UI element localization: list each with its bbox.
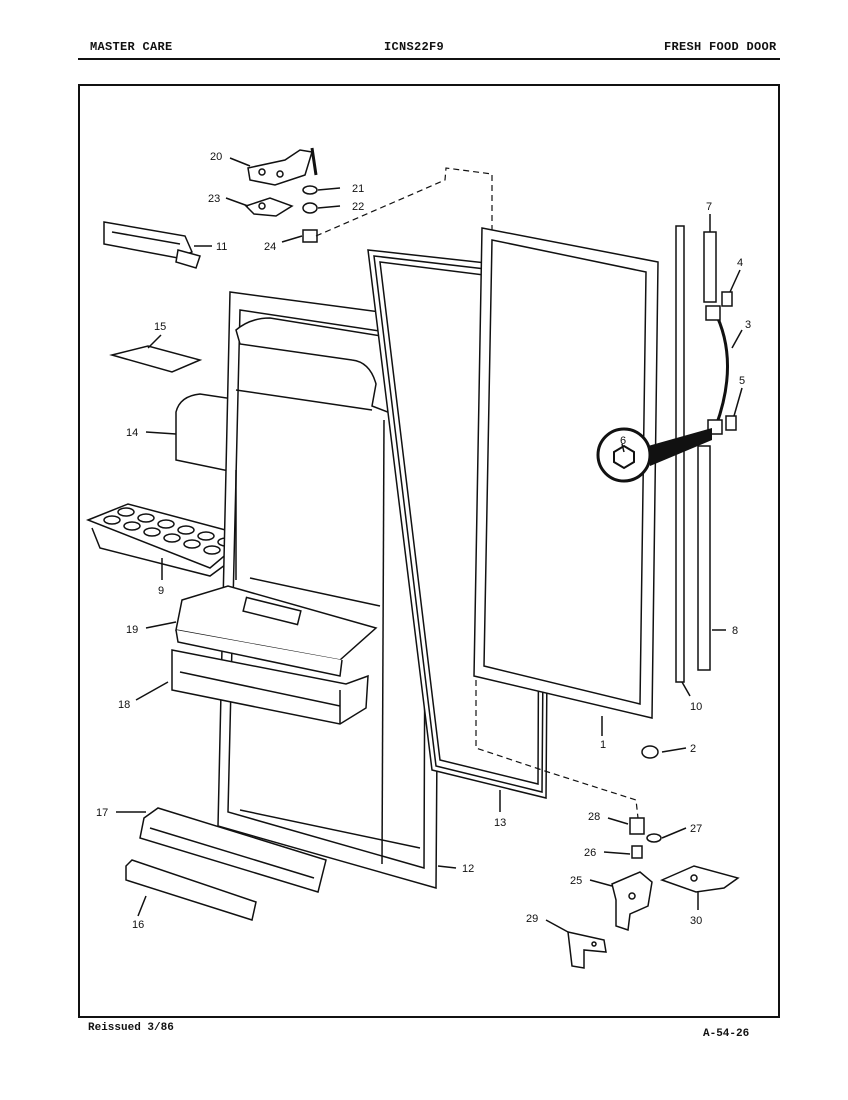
callout-15: 15 [154,321,166,333]
part-6-screw-detail [596,427,712,483]
part-22-bushing [302,202,318,214]
callout-30: 30 [690,915,702,927]
part-4-end-cap [721,291,733,307]
alignment-dash-bottom [475,680,639,819]
callout-labels: 1 2 3 4 5 6 7 8 9 10 11 12 13 14 15 16 1… [96,151,751,931]
part-24-cap [302,229,318,243]
part-18-door-shelf [171,649,369,725]
callout-23: 23 [208,193,220,205]
callout-29: 29 [526,913,538,925]
part-2-plug [641,745,659,759]
callout-22: 22 [352,201,364,213]
callout-6: 6 [620,435,626,447]
callout-5: 5 [739,375,745,387]
callout-24: 24 [264,241,276,253]
callout-16: 16 [132,919,144,931]
callout-25: 25 [570,875,582,887]
callout-2: 2 [690,743,696,755]
part-1-outer-door [473,227,659,719]
part-11-door-stop [103,221,201,269]
part-29-hinge-bracket [567,931,607,969]
callout-7: 7 [706,201,712,213]
callout-26: 26 [584,847,596,859]
part-26-pin [631,845,643,859]
callout-9: 9 [158,585,164,597]
callout-14: 14 [126,427,138,439]
callout-28: 28 [588,811,600,823]
alignment-dash-top [315,167,493,244]
callout-13: 13 [494,817,506,829]
part-7-handle-top-trim [703,231,717,303]
part-8-handle-bottom-trim [697,445,711,671]
part-19-butter-compartment [175,585,378,677]
part-16-trim-strip [125,859,257,921]
header-brand: MASTER CARE [90,40,173,54]
part-25-bottom-hinge [611,871,653,932]
part-15-dairy-door [109,345,203,373]
header-model-number: ICNS22F9 [384,40,445,54]
handle-mount-top [705,305,721,321]
part-27-washer [646,833,662,843]
part-30-hinge-plate [659,865,740,893]
callout-1: 1 [600,739,606,751]
callout-21: 21 [352,183,364,195]
part-20-top-hinge [247,147,318,186]
footer-page-code: A-54-26 [703,1028,750,1040]
callout-4: 4 [737,257,743,269]
callout-17: 17 [96,807,108,819]
callout-3: 3 [745,319,751,331]
callout-19: 19 [126,624,138,636]
callout-11: 11 [216,241,227,253]
part-17-bottom-shelf [139,807,327,893]
callout-20: 20 [210,151,222,163]
callout-27: 27 [690,823,702,835]
callout-18: 18 [118,699,130,711]
callout-8: 8 [732,625,738,637]
leader-lines [116,157,743,933]
part-21-washer [302,185,318,195]
diagram-frame [78,84,780,1018]
part-5-end-cap [725,415,737,431]
part-23-hinge-shim [244,197,294,217]
callout-12: 12 [462,863,474,875]
callout-10: 10 [690,701,702,713]
footer-reissue-date: Reissued 3/86 [88,1022,174,1034]
header-rule [78,58,780,60]
header-section-title: FRESH FOOD DOOR [664,40,777,54]
part-3-handle [712,309,729,427]
part-28-bushing [629,817,645,835]
